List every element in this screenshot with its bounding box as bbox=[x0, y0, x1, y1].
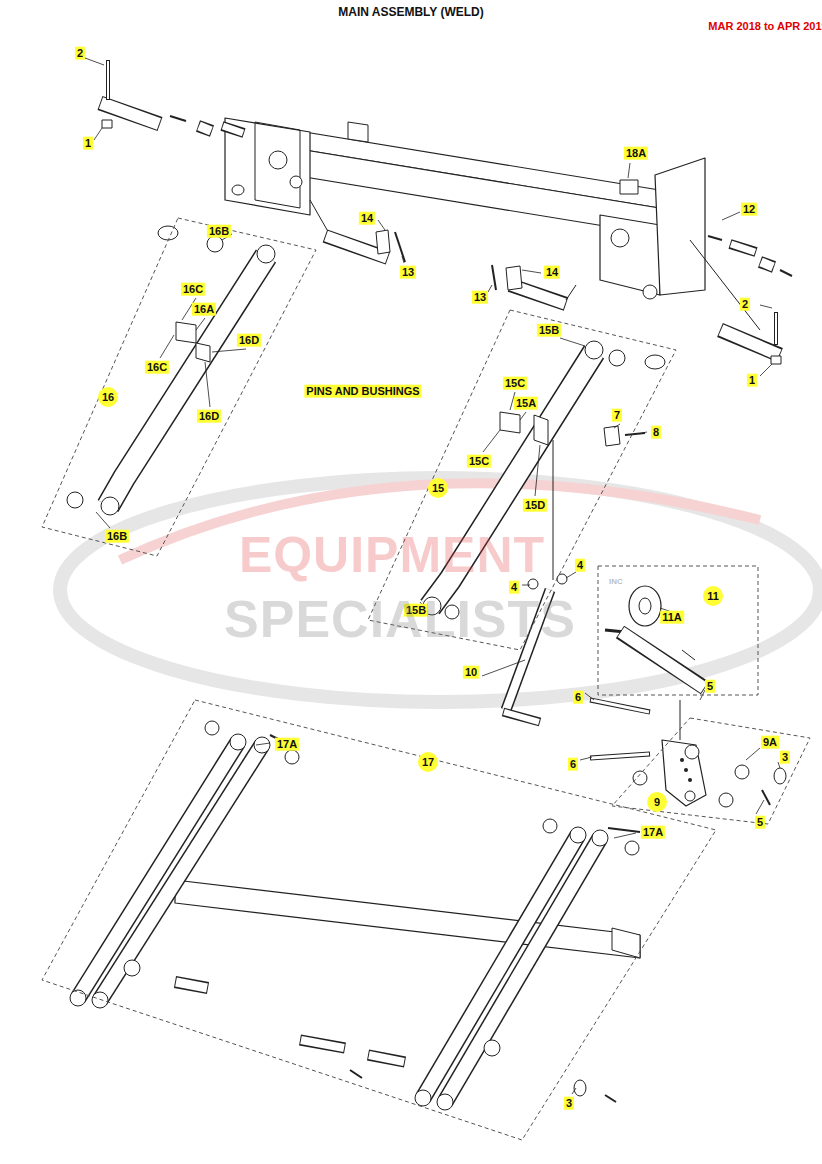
callout-number: 14 bbox=[359, 212, 375, 225]
callout-number: 18A bbox=[624, 147, 648, 160]
callout-number: 15D bbox=[523, 499, 547, 512]
callout-number: 4 bbox=[575, 559, 585, 572]
part-group-box: 17 bbox=[40, 698, 720, 1144]
callout-number: 6 bbox=[573, 691, 583, 704]
section-note: PINS AND BUSHINGS bbox=[304, 385, 421, 398]
callout-number: 2 bbox=[740, 298, 750, 311]
callout-number: 16B bbox=[105, 530, 129, 543]
group-callout: 16 bbox=[98, 387, 118, 407]
watermark-text: SPECIALISTS bbox=[224, 590, 576, 650]
callout-number: 16C bbox=[145, 361, 169, 374]
group-callout: 11 bbox=[703, 586, 723, 606]
callout-number: 1 bbox=[747, 374, 757, 387]
callout-number: 5 bbox=[755, 816, 765, 829]
callout-number: 15B bbox=[537, 324, 561, 337]
part-group-box: 16 bbox=[40, 216, 318, 558]
date-range: MAR 2018 to APR 2019 bbox=[708, 20, 822, 33]
group-callout: 15 bbox=[428, 478, 448, 498]
callout-number: 12 bbox=[741, 203, 757, 216]
callout-number: 15C bbox=[467, 455, 491, 468]
group-outline bbox=[40, 216, 318, 558]
callout-number: 6 bbox=[568, 758, 578, 771]
callout-number: 17A bbox=[641, 826, 665, 839]
diagram-title: MAIN ASSEMBLY (WELD) bbox=[338, 6, 484, 20]
group-callout: 9 bbox=[647, 792, 667, 812]
callout-number: 1 bbox=[83, 137, 93, 150]
callout-number: 2 bbox=[75, 47, 85, 60]
callout-number: 4 bbox=[509, 581, 519, 594]
callout-number: 13 bbox=[472, 291, 488, 304]
callout-number: 14 bbox=[544, 266, 560, 279]
callout-number: 9A bbox=[761, 736, 779, 749]
callout-number: 15B bbox=[404, 604, 428, 617]
group-outline bbox=[40, 698, 720, 1144]
callout-number: 5 bbox=[705, 680, 715, 693]
callout-number: 16A bbox=[192, 303, 216, 316]
callout-number: 16C bbox=[181, 283, 205, 296]
watermark-text: EQUIPMENT bbox=[239, 527, 545, 585]
watermark-text: INC bbox=[609, 577, 623, 586]
callout-number: 13 bbox=[400, 266, 416, 279]
callout-number: 10 bbox=[463, 666, 479, 679]
callout-number: 3 bbox=[780, 751, 790, 764]
callout-number: 15C bbox=[503, 377, 527, 390]
callout-number: 8 bbox=[651, 426, 661, 439]
callout-number: 16D bbox=[237, 334, 261, 347]
callout-number: 15A bbox=[514, 397, 538, 410]
callout-number: 3 bbox=[564, 1097, 574, 1110]
part-group-box: 15 bbox=[366, 308, 678, 652]
callout-number: 7 bbox=[612, 409, 622, 422]
callout-number: 16B bbox=[207, 225, 231, 238]
group-outline bbox=[366, 308, 678, 652]
callout-number: 17A bbox=[275, 738, 299, 751]
part-group-box: 9 bbox=[610, 716, 812, 826]
group-outline bbox=[610, 716, 812, 826]
callout-number: 16D bbox=[197, 410, 221, 423]
group-callout: 17 bbox=[418, 752, 438, 772]
callout-number: 11A bbox=[660, 611, 684, 624]
